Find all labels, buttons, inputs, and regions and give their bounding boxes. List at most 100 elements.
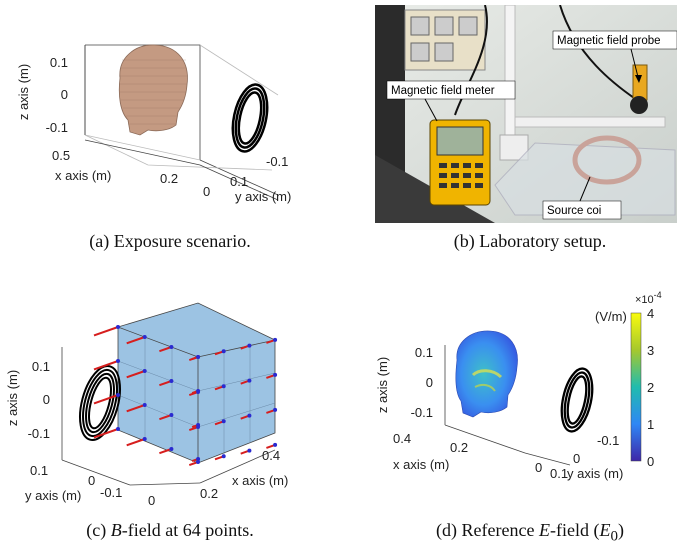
sample-point [116, 359, 120, 363]
panel-a-y-tick: 0 [203, 184, 210, 199]
panel-d-caption: (d) Reference E-field (E0) [385, 520, 675, 546]
field-arrow [159, 448, 172, 455]
panel-d-x-tick: 0 [535, 460, 542, 475]
panel-c-sampling-cube [117, 302, 276, 464]
panel-a-head-model [118, 44, 188, 136]
panel-b-caption: (b) Laboratory setup. [453, 231, 607, 251]
panel-a-y-tick: -0.1 [266, 154, 288, 169]
panel-c-y-tick: 0 [88, 473, 95, 488]
sample-point [273, 442, 278, 447]
panel-c-caption-suffix: -field at 64 points. [121, 520, 254, 540]
panel-c-caption: (c) B-field at 64 points. [40, 520, 300, 541]
sample-point [247, 378, 252, 383]
colorbar-exponent-base: ×10 [635, 294, 654, 306]
field-arrow [126, 336, 146, 345]
panel-d-caption-sub: 0 [610, 528, 618, 545]
field-arrow [159, 346, 172, 353]
panel-c-x-axis-label: x axis (m) [232, 473, 288, 488]
colorbar-tick: 1 [647, 417, 654, 432]
photo-label-probe: Magnetic field probe [557, 35, 661, 47]
panel-a-z-tick: -0.1 [46, 120, 68, 135]
panel-d-y-tick: -0.1 [597, 433, 619, 448]
colorbar-unit: (V/m) [595, 309, 627, 324]
panel-d-x-tick: 0.2 [450, 440, 468, 455]
field-arrow [159, 414, 172, 421]
sample-point [221, 454, 226, 459]
panel-c-x-tick: 0.2 [200, 486, 218, 501]
panel-a-y-axis-label: y axis (m) [235, 189, 291, 204]
sample-point [273, 372, 278, 377]
sample-point [169, 379, 174, 383]
panel-d-caption-suffix: -field ( [549, 520, 600, 540]
panel-c-x-tick: 0.4 [262, 448, 280, 463]
sample-point [247, 343, 252, 348]
panel-a-plot: 0.1 0 -0.1 z axis (m) 0.5 0.2 x axis (m)… [16, 44, 291, 204]
panel-c-plot: 0.1 0 -0.1 z axis (m) 0.1 0 -0.1 0 y axi… [5, 302, 288, 508]
panel-d-z-tick: 0 [426, 375, 433, 390]
sample-point [116, 427, 120, 431]
panel-d-y-axis-label: y axis (m) [567, 466, 623, 481]
panel-d-y-tick: 0 [573, 451, 580, 466]
panel-a-z-tick: 0 [61, 87, 68, 102]
panel-d-y-tick: 0.1 [550, 466, 568, 481]
panel-d-caption-prefix: (d) Reference [436, 520, 539, 540]
sample-point [273, 407, 278, 412]
panel-d-z-axis-label: z axis (m) [375, 357, 390, 413]
panel-a-z-axis-label: z axis (m) [16, 64, 31, 120]
panel-d-x-tick: 0.4 [393, 431, 411, 446]
panel-c-caption-prefix: (c) [86, 520, 111, 540]
panel-c-source-coil [79, 365, 121, 441]
panel-a-source-coil [231, 83, 269, 153]
sample-point [221, 384, 226, 389]
sample-point [116, 325, 120, 329]
panel-d-z-tick: -0.1 [411, 405, 433, 420]
panel-a-box [84, 44, 279, 201]
panel-d-plot: 4 3 2 1 0 (V/m) ×10-4 0.1 0 -0.1 z axis … [375, 290, 662, 481]
panel-c-z-tick: -0.1 [28, 426, 50, 441]
field-arrow [93, 326, 119, 337]
panel-c-z-axis-label: z axis (m) [5, 370, 20, 426]
panel-d-head-efield [455, 330, 518, 418]
colorbar-exponent-power: -4 [654, 290, 662, 300]
field-arrow [126, 370, 146, 379]
sample-point [196, 457, 201, 461]
field-arrow [93, 428, 119, 439]
sample-point [273, 337, 278, 342]
colorbar-tick: 0 [647, 454, 654, 469]
sample-point [169, 345, 174, 349]
panel-d-caption-end: ) [617, 520, 624, 540]
field-arrow [126, 404, 146, 413]
panel-c-y-tick: 0.1 [30, 463, 48, 478]
sample-point [196, 355, 201, 359]
field-arrow [159, 380, 172, 387]
colorbar-tick: 3 [647, 343, 654, 358]
panel-b-photo: Magnetic field probe Magnetic field mete… [375, 5, 677, 223]
sample-point [221, 349, 226, 354]
colorbar-exponent: ×10-4 [635, 290, 662, 306]
colorbar-tick: 2 [647, 380, 654, 395]
photo-label-meter: Magnetic field meter [391, 85, 495, 97]
sample-point [196, 423, 201, 427]
panel-d-caption-sub-var: E [599, 520, 611, 540]
sample-point [142, 335, 147, 339]
panel-c-caption-var: B [110, 520, 122, 540]
field-arrow [126, 438, 146, 447]
panel-c-z-tick: 0 [43, 392, 50, 407]
panel-d-z-tick: 0.1 [415, 345, 433, 360]
sample-point [221, 419, 226, 424]
panel-d-x-axis-label: x axis (m) [393, 457, 449, 472]
panel-d-source-coil [560, 367, 594, 433]
field-arrow [93, 360, 119, 371]
photo-label-coil: Source coi [547, 205, 601, 217]
sample-point [247, 413, 252, 418]
panel-a-y-tick: 0.1 [230, 174, 248, 189]
sample-point [142, 437, 147, 441]
panel-a-z-tick: 0.1 [50, 55, 68, 70]
panel-a-x-tick: 0.2 [160, 171, 178, 186]
sample-point [196, 460, 200, 464]
sample-point [116, 393, 120, 397]
panel-c-y-tick: 0 [148, 493, 155, 508]
panel-a-x-tick: 0.5 [52, 148, 70, 163]
panel-d-caption-var: E [538, 520, 550, 540]
sample-point [142, 403, 147, 407]
